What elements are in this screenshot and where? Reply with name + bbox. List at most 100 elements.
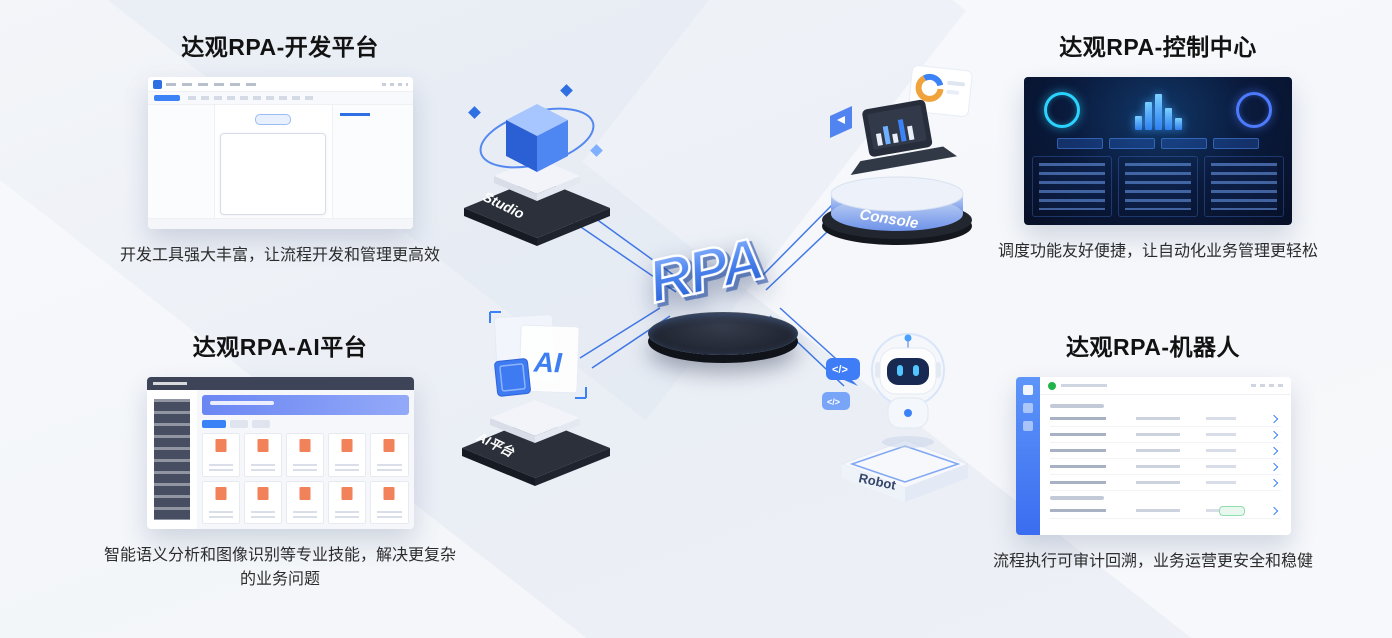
primary-button — [201, 420, 226, 428]
pedestal-left-side — [464, 208, 537, 246]
glass-panel-front — [518, 324, 580, 394]
task-row — [1049, 475, 1281, 491]
status-bar — [147, 218, 413, 229]
blue-tile-inner — [499, 363, 526, 392]
window-buttons — [381, 82, 408, 86]
app-body — [147, 390, 414, 529]
app-title-line — [1060, 384, 1107, 387]
stat-chip-row — [1032, 138, 1284, 149]
robot-shadow — [882, 436, 934, 448]
secondary-button — [229, 420, 248, 428]
activity-tree-panel — [147, 105, 215, 218]
white-slab-left — [494, 176, 537, 201]
robot-visor — [887, 358, 929, 385]
cube-left — [506, 120, 537, 172]
control-center-caption: 调度功能友好便捷，让自动化业务管理更轻松 — [997, 243, 1318, 260]
chest-light — [904, 409, 912, 417]
antenna-tip — [904, 334, 912, 342]
dashboard-panel — [1118, 156, 1198, 217]
content-area — [1039, 377, 1291, 535]
orbit-diamond — [590, 144, 603, 157]
hub-disc — [648, 312, 798, 355]
ai-platform-caption: 智能语义分析和图像识别等专业技能，解决更复杂的业务问题 — [103, 547, 456, 588]
skill-card — [285, 433, 325, 477]
stat-chip — [1161, 138, 1207, 149]
glow-building-graphic — [1134, 90, 1182, 130]
section-robot: 达观RPA-机器人 — [973, 328, 1333, 574]
window-titlebar — [147, 77, 413, 92]
secondary-button — [251, 420, 270, 428]
ide-body — [147, 105, 413, 218]
toolbar — [201, 419, 409, 429]
node-studio: Studio — [452, 60, 622, 257]
dashboard-top-row — [1032, 85, 1284, 135]
header-icons — [1250, 384, 1283, 387]
ai-3d-icon: AI AI平台 — [462, 311, 610, 486]
stat-chip — [1057, 138, 1103, 149]
task-row — [1049, 443, 1281, 459]
robot-title: 达观RPA-机器人 — [1065, 334, 1240, 360]
white-slab-right — [535, 418, 580, 443]
flow-start-node — [255, 114, 291, 125]
skill-card — [243, 480, 282, 524]
robot-3d-icon: </> </> Robot — [822, 333, 970, 502]
stat-chip — [1109, 138, 1155, 149]
properties-panel — [331, 105, 413, 218]
skill-card — [328, 480, 367, 524]
robot-client-screenshot — [1015, 377, 1291, 535]
dashboard-panel — [1032, 156, 1112, 217]
nav-icon — [1022, 403, 1033, 413]
section-dev-platform: 达观RPA-开发平台 开发工具强大丰富，让流程开发和管理更高效 — [100, 28, 460, 268]
code-glyph: </> — [827, 397, 840, 407]
list-section-header — [1049, 404, 1104, 408]
app-logo-icon — [1047, 381, 1056, 390]
toolbar — [147, 92, 413, 105]
corner-bracket — [489, 311, 501, 323]
code-bubble-small: </> — [822, 392, 850, 410]
banner — [201, 395, 409, 415]
task-row — [1049, 427, 1281, 443]
sidebar-menu — [147, 390, 197, 529]
code-glyph: </> — [832, 364, 848, 376]
flow-step-card — [220, 133, 326, 215]
cylinder-top — [830, 176, 964, 212]
gauge-right — [1236, 92, 1272, 128]
task-row — [1049, 459, 1281, 475]
control-center-screenshot — [1024, 77, 1292, 225]
card-grid — [201, 433, 409, 524]
robot-eye-left — [897, 365, 903, 376]
ai-platform-title: 达观RPA-AI平台 — [192, 334, 368, 360]
dev-studio-screenshot — [147, 77, 413, 229]
pedestal-left-side — [462, 448, 535, 486]
blue-tile — [494, 358, 531, 397]
app-logo-icon — [152, 79, 162, 89]
orbit-diamond — [468, 106, 481, 119]
studio-3d-icon: Studio — [464, 84, 610, 246]
orbit-diamond — [560, 84, 573, 97]
control-center-title: 达观RPA-控制中心 — [1059, 34, 1257, 60]
skill-card — [201, 433, 240, 477]
app-header-bar — [1039, 377, 1291, 395]
dev-platform-caption: 开发工具强大丰富，让流程开发和管理更高效 — [119, 247, 440, 264]
node-console: Console — [812, 62, 982, 252]
node-robot: </> </> Robot — [820, 312, 990, 511]
robot-caption: 流程执行可审计回溯，业务运营更安全和稳健 — [992, 553, 1313, 570]
gauge-left — [1044, 92, 1080, 128]
code-bubble-large: </> — [826, 358, 860, 386]
rpa-hub: RPA — [638, 224, 812, 364]
white-slab-left — [490, 418, 535, 443]
sidebar-nav — [1015, 377, 1040, 535]
menu-bar — [165, 82, 258, 86]
app-header-bar — [146, 377, 414, 390]
skill-card — [285, 480, 325, 524]
nav-icon — [1022, 421, 1033, 431]
skill-card — [370, 433, 409, 477]
section-ai-platform: 达观RPA-AI平台 — [95, 328, 465, 592]
stat-chip — [1213, 138, 1259, 149]
list-section-header — [1049, 496, 1104, 500]
task-row — [1049, 411, 1281, 427]
node-ai-platform: AI AI平台 — [448, 300, 623, 497]
skill-card — [201, 480, 240, 524]
console-3d-icon: Console — [822, 65, 973, 245]
cube-right — [537, 120, 568, 172]
